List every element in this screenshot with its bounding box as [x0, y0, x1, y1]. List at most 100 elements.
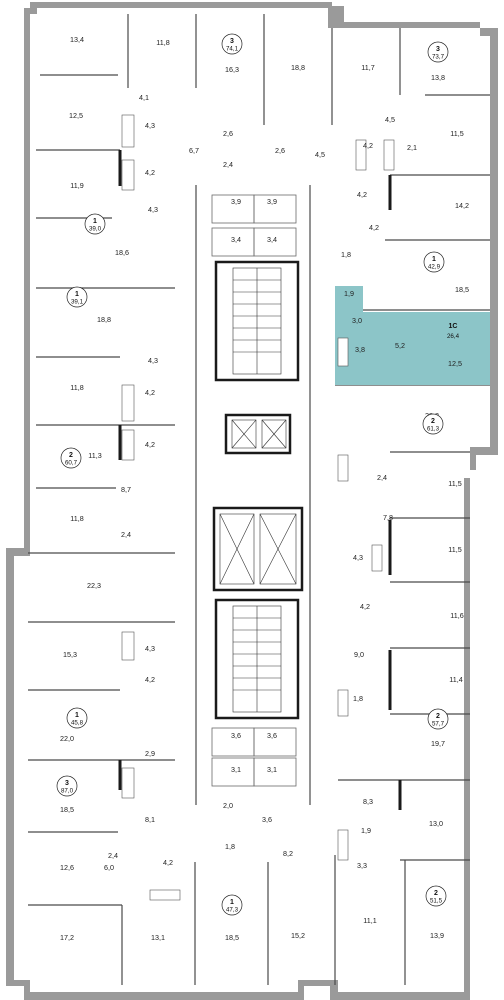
- room-area-label: 22,0: [60, 734, 74, 743]
- room-area-label: 4,2: [145, 440, 155, 449]
- apartment-badge[interactable]: 260,7: [60, 447, 82, 469]
- room-area-label: 1,9: [361, 826, 371, 835]
- room-area-label: 4,2: [145, 675, 155, 684]
- room-area-label: 4,3: [148, 356, 158, 365]
- apartment-badge[interactable]: 145,8: [66, 707, 88, 729]
- room-area-label: 18,5: [225, 933, 239, 942]
- room-area-label: 18,8: [291, 63, 305, 72]
- room-area-label: 3,1: [267, 765, 277, 774]
- highlighted-apartment[interactable]: [335, 286, 490, 385]
- room-area-label: 4,5: [385, 115, 395, 124]
- room-area-label: 5,2: [395, 341, 405, 350]
- room-area-label: 18,5: [60, 805, 74, 814]
- highlight-unit-type: 1С: [449, 323, 458, 330]
- building-outline: [6, 2, 498, 1000]
- apartment-total-area: 42,9: [428, 264, 441, 271]
- room-area-label: 3,4: [231, 235, 241, 244]
- apartment-room-count: 1: [75, 291, 79, 298]
- room-area-label: 2,4: [223, 160, 233, 169]
- room-area-label: 13,0: [429, 819, 443, 828]
- apartment-badge[interactable]: 139,1: [66, 286, 88, 308]
- stair-core-bottom: [214, 598, 300, 720]
- apartment-badge[interactable]: 251,5: [425, 885, 447, 907]
- room-area-label: 11,8: [156, 38, 169, 47]
- room-area-label: 4,2: [357, 190, 367, 199]
- room-area-label: 13,1: [151, 933, 165, 942]
- apartment-total-area: 73,7: [432, 54, 445, 61]
- room-area-label: 2,4: [108, 851, 118, 860]
- apartment-badge-circle: [423, 251, 445, 273]
- room-area-label: 1,9: [344, 289, 354, 298]
- apartment-badge[interactable]: 373,7: [427, 41, 449, 63]
- room-area-label: 11,4: [449, 675, 462, 684]
- room-area-label: 13,4: [70, 35, 84, 44]
- apartment-room-count: 1: [75, 712, 79, 719]
- apartment-room-count: 1: [230, 899, 234, 906]
- room-area-label: 11,8: [70, 514, 83, 523]
- room-area-label: 4,2: [360, 602, 370, 611]
- room-area-label: 2,4: [377, 473, 387, 482]
- room-area-label: 2,1: [407, 143, 417, 152]
- apartment-room-count: 3: [65, 780, 69, 787]
- apartment-room-count: 3: [230, 38, 234, 45]
- room-area-label: 8,2: [283, 849, 293, 858]
- room-area-label: 3,0: [352, 316, 362, 325]
- apartment-room-count: 3: [436, 46, 440, 53]
- room-area-label: 12,5: [69, 111, 83, 120]
- apartment-badge[interactable]: 387,0: [56, 775, 78, 797]
- apartment-room-count: 1: [432, 256, 436, 263]
- room-area-label: 4,2: [145, 388, 155, 397]
- room-area-label: 11,9: [70, 181, 83, 190]
- apartment-badge[interactable]: 257,7: [427, 708, 449, 730]
- apartment-total-area: 45,8: [71, 720, 84, 727]
- room-area-label: 3,3: [357, 861, 367, 870]
- room-area-label: 19,7: [431, 739, 445, 748]
- apartment-total-area: 74,1: [226, 46, 239, 53]
- room-area-label: 4,5: [315, 150, 325, 159]
- bathroom-fixtures: [121, 114, 395, 901]
- room-area-label: 1,8: [341, 250, 351, 259]
- room-area-label: 3,6: [267, 731, 277, 740]
- room-area-label: 22,3: [87, 581, 101, 590]
- room-area-label: 4,2: [363, 141, 373, 150]
- room-area-label: 3,6: [231, 731, 241, 740]
- room-area-label: 4,3: [353, 553, 363, 562]
- apartment-badge[interactable]: 374,1: [221, 33, 243, 55]
- room-area-label: 9,0: [354, 650, 364, 659]
- room-area-label: 8,3: [363, 797, 373, 806]
- room-area-label: 17,2: [60, 933, 74, 942]
- apartment-badge[interactable]: 261,3: [422, 413, 444, 435]
- highlight-room-1-9: [335, 286, 363, 312]
- apartment-badge-circle: [221, 33, 243, 55]
- apartment-badge-circle: [84, 213, 106, 235]
- room-area-label: 2,6: [275, 146, 285, 155]
- room-area-label: 4,3: [148, 205, 158, 214]
- apartment-badge-circle: [221, 894, 243, 916]
- apartment-badge[interactable]: 142,9: [423, 251, 445, 273]
- room-area-label: 11,5: [448, 545, 461, 554]
- stair-core-top: [214, 260, 300, 382]
- apartment-badge-circle: [60, 447, 82, 469]
- room-area-label: 11,8: [70, 383, 83, 392]
- room-area-label: 8,7: [121, 485, 131, 494]
- highlight-unit-badge[interactable]: 1С 26,4: [447, 323, 460, 340]
- room-area-label: 6,7: [189, 146, 199, 155]
- room-area-label: 4,2: [163, 858, 173, 867]
- apartment-badge[interactable]: 139,0: [84, 213, 106, 235]
- room-area-label: 11,3: [88, 451, 101, 460]
- room-area-label: 4,2: [145, 168, 155, 177]
- room-area-label: 3,1: [231, 765, 241, 774]
- apartment-badge[interactable]: 147,3: [221, 894, 243, 916]
- room-area-label: 18,8: [97, 315, 111, 324]
- room-area-label: 12,6: [60, 863, 74, 872]
- room-area-label: 4,1: [139, 93, 149, 102]
- apartment-room-count: 2: [431, 418, 435, 425]
- apartment-total-area: 60,7: [65, 460, 78, 467]
- elevator-core-top: [224, 413, 292, 455]
- room-area-label: 11,5: [450, 129, 463, 138]
- room-area-label: 4,3: [145, 121, 155, 130]
- room-area-label: 3,6: [262, 815, 272, 824]
